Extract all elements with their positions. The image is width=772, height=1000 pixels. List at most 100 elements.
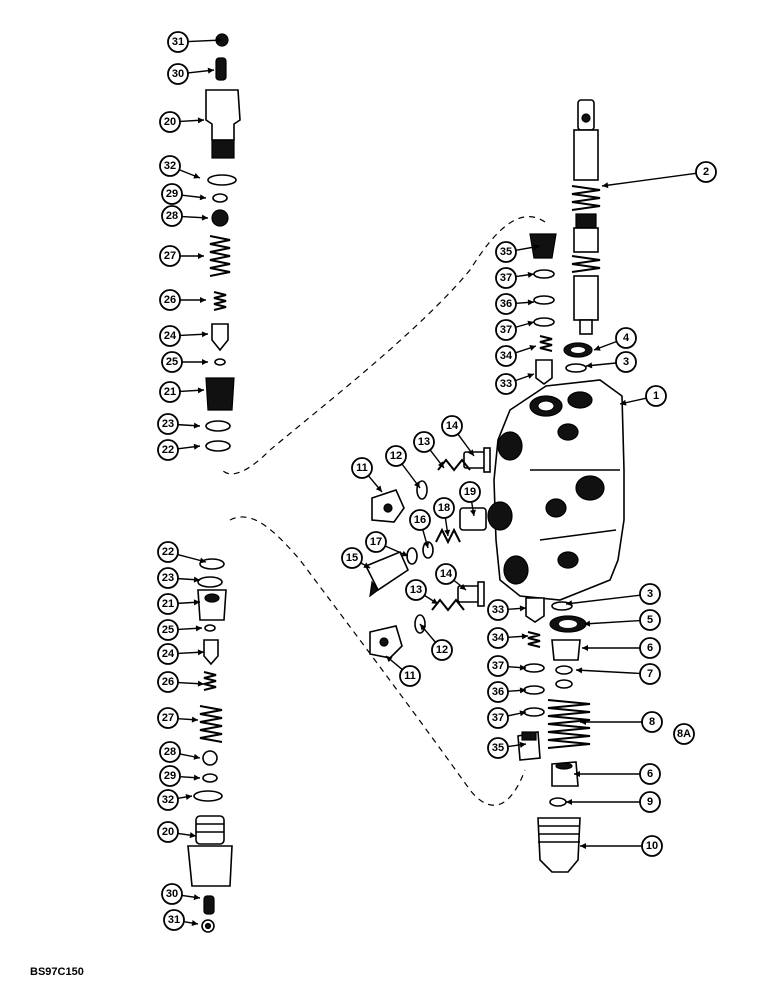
callout-label: 4 [623,332,630,344]
callout-18: 18 [433,497,455,537]
callout-16: 16 [409,509,431,549]
callout-label: 31 [172,36,184,48]
leader-arrowhead [527,320,534,327]
oring-37-upper-a [533,269,555,279]
callout-bubble [487,655,509,677]
callout-27: 27 [157,707,199,729]
callout-label: 12 [436,644,448,656]
leader-arrowhead [470,509,476,516]
callout-32: 32 [159,155,201,179]
callout-3: 3 [565,583,661,607]
callout-bubble [341,547,363,569]
leader-line [583,619,641,625]
callout-1: 1 [619,385,667,407]
callout-29: 29 [161,183,207,205]
leader-arrowhead [199,557,206,564]
leader-arrowhead [375,485,382,492]
nut-28-upper [211,209,229,227]
plug-11-lower [369,625,403,659]
callout-label: 27 [162,712,174,724]
leader-arrowhead [576,667,583,674]
leader-arrowhead [197,649,204,656]
callout-bubble [159,741,181,763]
callout-bubble [639,791,661,813]
cap-6-lower [551,761,579,787]
callout-33: 33 [487,599,527,621]
dashed-route-upper [221,216,546,475]
callout-label: 20 [162,826,174,838]
callout-36: 36 [487,681,527,703]
callout-14: 14 [435,563,467,591]
callout-bubble [641,835,663,857]
cap-6-upper [551,639,581,661]
leader-arrowhead [519,687,526,694]
callout-bubble [639,637,661,659]
spool-2 [571,99,601,335]
valve-body-1 [487,379,625,601]
callout-bubble [487,737,509,759]
leader-arrowhead [198,253,204,259]
plug-35-upper [529,233,557,259]
callout-35: 35 [495,241,541,263]
oring-22-upper [205,440,231,452]
callout-bubble [157,671,179,693]
oring-17 [406,547,418,565]
nut-31-lower [201,919,215,933]
callout-label: 1 [653,390,659,402]
plug-11-upper [371,489,405,523]
leader-arrowhead [201,214,208,221]
callout-25: 25 [157,619,203,641]
callout-24: 24 [159,325,209,347]
spring-27-upper [209,235,231,277]
callout-bubble [487,707,509,729]
screw-30-lower [203,895,215,915]
callout-label: 31 [168,914,180,926]
callout-bubble [157,439,179,461]
callout-20: 20 [157,821,197,843]
leader-arrowhead [529,345,536,351]
callout-bubble [157,593,179,615]
leader-arrowhead [201,331,208,338]
oring-32-upper [207,174,237,186]
callout-label: 24 [162,648,175,660]
callout-23: 23 [157,413,201,435]
ball-25-lower [204,624,216,632]
spring-13-upper [437,458,471,472]
callout-label: 15 [346,552,358,564]
callout-bubble [459,481,481,503]
callout-3: 3 [585,351,637,373]
leader-arrowhead [521,633,528,640]
callout-bubble [163,909,185,931]
leader-arrowhead [586,362,593,369]
oring-3-upper [565,363,587,373]
callout-bubble [159,245,181,267]
leader-arrowhead [431,598,438,604]
leader-arrowhead [193,753,200,760]
callout-label: 8A [677,728,691,740]
leader-arrowhead [584,620,591,627]
leader-arrowhead [594,345,601,351]
callout-label: 21 [164,386,176,398]
callout-19: 19 [459,481,481,517]
callout-28: 28 [161,205,209,227]
leader-arrowhead [193,894,200,901]
callout-bubble [157,707,179,729]
leader-arrowhead [193,599,200,606]
check-33-upper [535,359,553,385]
seat-21-upper [205,377,235,411]
oring-23-upper [205,420,231,432]
oring-9 [549,797,567,807]
callout-12: 12 [419,623,453,661]
leader-line [575,669,641,675]
callout-11: 11 [351,457,383,493]
callout-label: 32 [162,794,174,806]
callout-29: 29 [159,765,201,787]
leader-arrowhead [363,562,370,568]
check-33-lower [525,597,545,623]
end-cap-10 [537,817,581,873]
callout-7: 7 [575,663,661,685]
callout-label: 28 [164,746,176,758]
callout-bubble [365,531,387,553]
callout-30: 30 [161,883,201,905]
